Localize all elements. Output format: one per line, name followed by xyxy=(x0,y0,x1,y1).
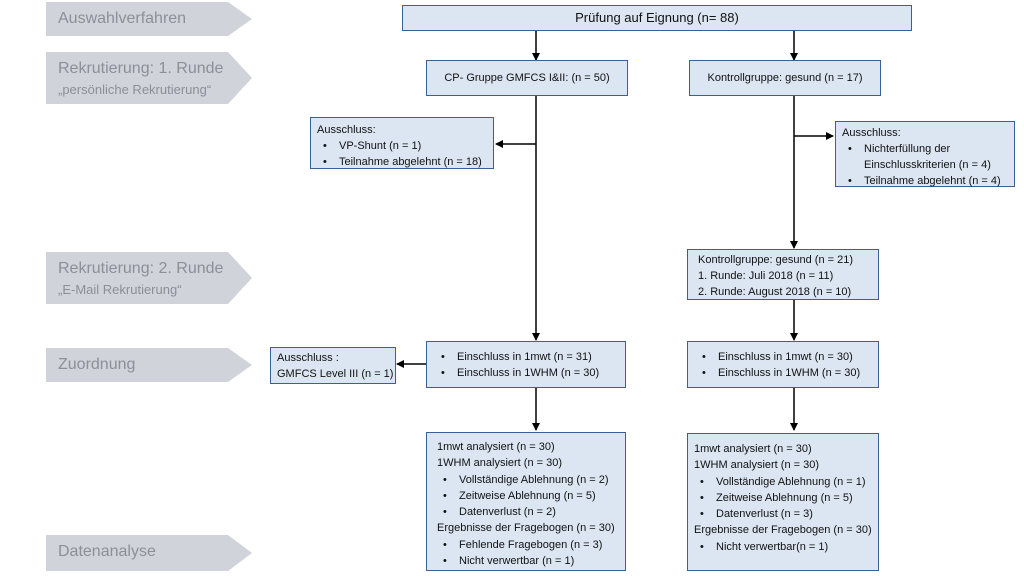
stage-title: Rekrutierung: 2. Runde xyxy=(58,260,224,277)
list-item: Einschluss in 1WHM (n = 30) xyxy=(696,365,878,381)
list-item: Datenverlust (n = 3) xyxy=(694,506,878,523)
kontrollgruppe-label: Kontrollgruppe: gesund (n = 17) xyxy=(707,72,863,84)
analyse-line: 1mwt analysiert (n = 30) xyxy=(694,443,812,455)
ausschluss-gmfcs-box: Ausschluss : GMFCS Level III (n = 1) xyxy=(270,347,396,384)
stage-title: Zuordnung xyxy=(58,356,136,373)
analyse-line: 1WHM analysiert (n = 30) xyxy=(437,457,563,470)
einschluss-cp-list: Einschluss in 1mwt (n = 31) Einschluss i… xyxy=(435,349,625,381)
stage-title: Auswahlverfahren xyxy=(58,10,187,27)
list-item: Einschluss in 1WHM (n = 30) xyxy=(435,365,625,381)
list-item: Nicht verwertbar(n = 1) xyxy=(694,539,878,556)
einschluss-kontroll-list: Einschluss in 1mwt (n = 30) Einschluss i… xyxy=(696,349,878,381)
analyse-kontroll-list-2: Nicht verwertbar(n = 1) xyxy=(694,539,878,556)
ausschluss-kontroll-title: Ausschluss: xyxy=(842,127,901,139)
analyse-cp-box: 1mwt analysiert (n = 30) 1WHM analysiert… xyxy=(426,432,626,571)
kontrollgruppe-runde2-line: 1. Runde: Juli 2018 (n = 11) xyxy=(698,270,834,282)
list-item: Fehlende Fragebogen (n = 3) xyxy=(437,537,625,554)
analyse-line: 1WHM analysiert (n = 30) xyxy=(694,459,820,472)
list-item: Zeitweise Ablehnung (n = 5) xyxy=(437,488,625,505)
stage-subtitle: „persönliche Rekrutierung“ xyxy=(58,82,212,97)
list-item: VP-Shunt (n = 1) xyxy=(317,138,493,154)
stage-rekrutierung-runde-2: Rekrutierung: 2. Runde „E-Mail Rekrutier… xyxy=(46,252,252,304)
list-item: Teilnahme abgelehnt (n = 4) xyxy=(842,173,1014,189)
ausschluss-kontroll-box: Ausschluss: Nichterfüllung der Einschlus… xyxy=(835,121,1015,189)
stage-datenanalyse: Datenanalyse xyxy=(46,535,252,571)
list-item: Nichterfüllung der Einschlusskriterien (… xyxy=(842,141,1004,173)
analyse-line: Ergebnisse der Fragebogen (n = 30) xyxy=(694,524,872,537)
einschluss-kontroll-box: Einschluss in 1mwt (n = 30) Einschluss i… xyxy=(687,341,879,388)
stage-rekrutierung-runde-1: Rekrutierung: 1. Runde „persönliche Rekr… xyxy=(46,52,252,104)
kontrollgruppe-runde2-box: Kontrollgruppe: gesund (n = 21) 1. Runde… xyxy=(687,249,879,300)
stage-title: Datenanalyse xyxy=(58,543,156,560)
analyse-kontroll-box: 1mwt analysiert (n = 30) 1WHM analysiert… xyxy=(687,433,879,571)
stage-subtitle: „E-Mail Rekrutierung“ xyxy=(58,282,182,297)
list-item: Vollständige Ablehnung (n = 2) xyxy=(437,472,625,489)
ausschluss-gmfcs-line: Ausschluss : xyxy=(277,352,339,364)
analyse-kontroll-list-1: Vollständige Ablehnung (n = 1) Zeitweise… xyxy=(694,474,878,523)
stage-zuordnung: Zuordnung xyxy=(46,348,252,382)
cp-gruppe-label: CP- Gruppe GMFCS I&II: (n = 50) xyxy=(444,72,610,84)
list-item: Datenverlust (n = 2) xyxy=(437,504,625,521)
eignung-box: Prüfung auf Eignung (n= 88) xyxy=(402,5,912,31)
stage-title: Rekrutierung: 1. Runde xyxy=(58,60,224,77)
list-item: Teilnahme abgelehnt (n = 18) xyxy=(317,154,493,170)
ausschluss-cp-title: Ausschluss: xyxy=(317,124,376,136)
list-item: Nicht verwertbar (n = 1) xyxy=(437,553,625,570)
eignung-label: Prüfung auf Eignung (n= 88) xyxy=(575,10,739,25)
cp-gruppe-box: CP- Gruppe GMFCS I&II: (n = 50) xyxy=(426,60,628,96)
ausschluss-cp-box: Ausschluss: VP-Shunt (n = 1) Teilnahme a… xyxy=(310,117,494,170)
list-item: Zeitweise Ablehnung (n = 5) xyxy=(694,490,878,507)
analyse-line: 1mwt analysiert (n = 30) xyxy=(437,441,555,453)
analyse-line: Ergebnisse der Fragebogen (n = 30) xyxy=(437,522,615,535)
kontrollgruppe-box: Kontrollgruppe: gesund (n = 17) xyxy=(689,60,881,96)
analyse-cp-list-2: Fehlende Fragebogen (n = 3) Nicht verwer… xyxy=(437,537,625,570)
list-item: Einschluss in 1mwt (n = 30) xyxy=(696,349,878,365)
kontrollgruppe-runde2-line: 2. Runde: August 2018 (n = 10) xyxy=(698,286,852,298)
list-item: Vollständige Ablehnung (n = 1) xyxy=(694,474,878,491)
ausschluss-cp-list: VP-Shunt (n = 1) Teilnahme abgelehnt (n … xyxy=(317,138,493,170)
analyse-cp-list-1: Vollständige Ablehnung (n = 2) Zeitweise… xyxy=(437,472,625,521)
ausschluss-gmfcs-line: GMFCS Level III (n = 1) xyxy=(277,368,394,380)
einschluss-cp-box: Einschluss in 1mwt (n = 31) Einschluss i… xyxy=(426,341,626,388)
list-item: Einschluss in 1mwt (n = 31) xyxy=(435,349,625,365)
stage-auswahlverfahren: Auswahlverfahren xyxy=(46,2,252,36)
ausschluss-kontroll-list: Nichterfüllung der Einschlusskriterien (… xyxy=(842,141,1014,189)
kontrollgruppe-runde2-line: Kontrollgruppe: gesund (n = 21) xyxy=(698,254,854,266)
